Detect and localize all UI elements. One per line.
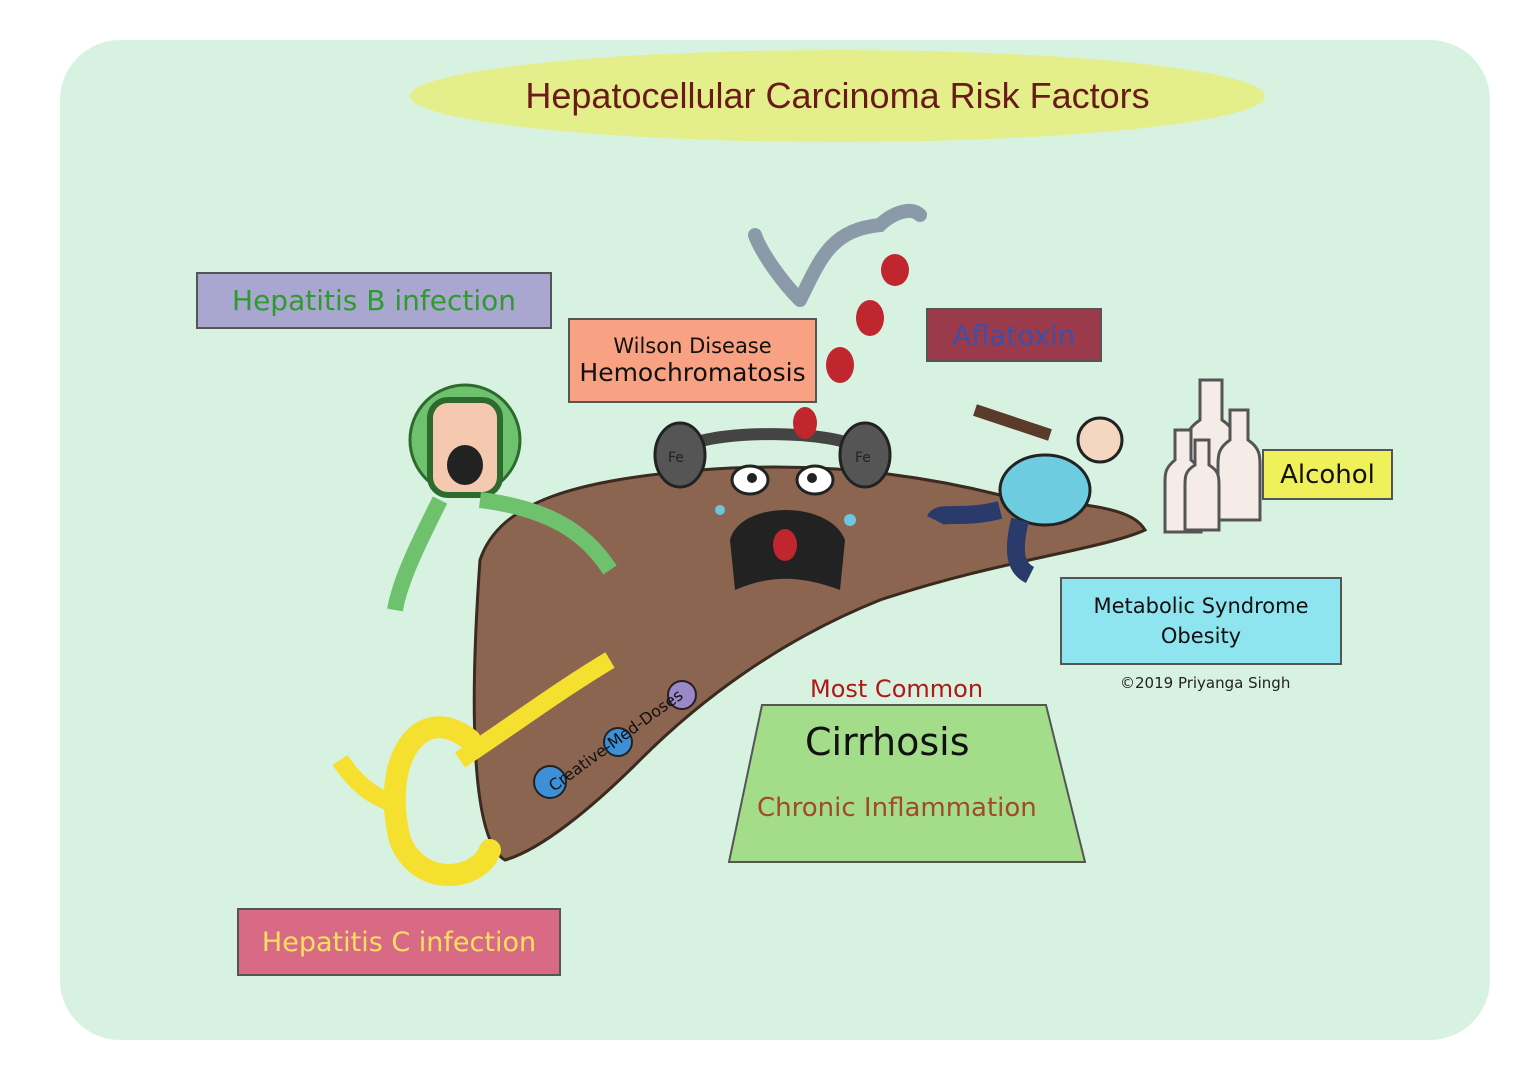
man-drinking-icon [926, 404, 1124, 584]
copyright-text: ©2019 Priyanga Singh [1120, 674, 1291, 692]
alcohol-label-box: Alcohol [1262, 449, 1393, 500]
bottles-icon [1163, 378, 1262, 534]
svg-text:Fe: Fe [855, 450, 871, 466]
aflatoxin-label: Aflatoxin [952, 318, 1076, 352]
liver-face [715, 464, 856, 590]
alcohol-label: Alcohol [1280, 459, 1375, 490]
hepatitis-b-label-box: Hepatitis B infection [196, 272, 552, 329]
page-title: Hepatocellular Carcinoma Risk Factors [525, 75, 1150, 116]
iron-dumbbell-icon: Fe Fe [653, 421, 892, 489]
hepatitis-c-virus-icon [332, 652, 615, 886]
aflatoxin-label-box: Aflatoxin [926, 308, 1102, 362]
hepatitis-c-label: Hepatitis C infection [261, 926, 537, 958]
cirrhosis-label: Cirrhosis [805, 720, 970, 764]
obesity-label: Obesity [1160, 624, 1242, 648]
most-common-label: Most Common [810, 675, 984, 703]
hepatitis-b-virus-icon [387, 383, 617, 612]
wilson-hemochromatosis-box: Wilson Disease Hemochromatosis [568, 318, 817, 403]
red-blood-cells [793, 254, 909, 439]
hemochromatosis-label: Hemochromatosis [579, 358, 806, 387]
metabolic-obesity-box: Metabolic Syndrome Obesity [1060, 577, 1342, 665]
title-banner: Hepatocellular Carcinoma Risk Factors [410, 50, 1265, 142]
aflatoxin-mold-icon [748, 203, 927, 307]
hepatitis-b-label: Hepatitis B infection [232, 284, 516, 317]
cirrhosis-box-bg [727, 704, 1087, 863]
svg-text:Fe: Fe [668, 450, 684, 466]
chronic-inflammation-label: Chronic Inflammation [757, 793, 1037, 823]
metabolic-syndrome-label: Metabolic Syndrome [1093, 594, 1309, 618]
hepatitis-c-label-box: Hepatitis C infection [237, 908, 561, 976]
wilson-disease-label: Wilson Disease [613, 334, 772, 358]
